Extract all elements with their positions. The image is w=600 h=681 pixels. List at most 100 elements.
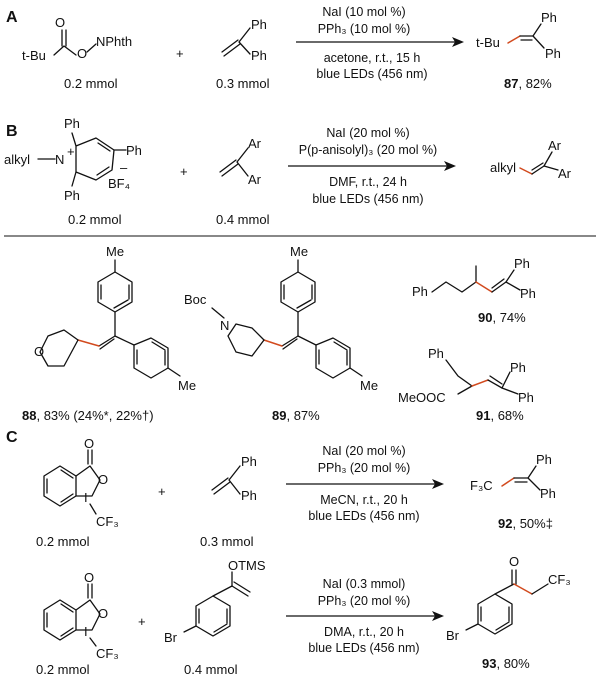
a-r2-ph2: Ph — [251, 48, 267, 63]
a-r1-bonds — [53, 45, 77, 56]
p90-ph1: Ph — [514, 256, 530, 271]
c-row2-reactant-silyl-enol-ether: Br OTMS 0.4 mmol — [164, 558, 266, 677]
a-plus: + — [176, 46, 184, 61]
b-r1-minus: – — [120, 160, 128, 175]
b-r1-ph-right: Ph — [126, 143, 142, 158]
b-r2-ar1: Ar — [248, 136, 262, 151]
c1-r2-ph1: Ph — [241, 454, 257, 469]
a-p-yield: , 82% — [518, 76, 552, 91]
p88-me2: Me — [178, 378, 196, 393]
c-row2-reactant-togni: O O I CF₃ 0.2 mmol — [36, 570, 119, 677]
c2-p-o: O — [509, 554, 519, 569]
c1-cond-below1: MeCN, r.t., 20 h — [320, 493, 408, 507]
svg-text:87, 82%: 87, 82% — [504, 76, 552, 91]
svg-text:93, 80%: 93, 80% — [482, 656, 530, 671]
svg-text:88, 83% (24%*, 22%†): 88, 83% (24%*, 22%†) — [22, 408, 154, 423]
a-reaction-arrow: NaI (10 mol %) PPh₃ (10 mol %) acetone, … — [296, 5, 464, 81]
section-a: A t-Bu O O NPhth 0.2 mmol + Ph Ph 0.3 mm… — [6, 5, 561, 91]
p90-ph2: Ph — [520, 286, 536, 301]
c2-r1-i: I — [84, 624, 88, 639]
p89-me1: Me — [290, 244, 308, 259]
p91-ph2: Ph — [518, 390, 534, 405]
a-r2-ph1: Ph — [251, 17, 267, 32]
c1-p-ph2: Ph — [540, 486, 556, 501]
c2-r2-br: Br — [164, 630, 178, 645]
c-row1-reactant-alkene: Ph Ph 0.3 mmol — [200, 454, 257, 549]
p88-yield: , 83% (24%*, 22%†) — [36, 408, 153, 423]
b-cond-below1: DMF, r.t., 24 h — [329, 175, 407, 189]
a-p-number: 87 — [504, 76, 518, 91]
c2-p-cf3: CF₃ — [548, 572, 571, 587]
c2-r2-amount: 0.4 mmol — [184, 662, 238, 677]
p88-number: 88 — [22, 408, 36, 423]
c-row2-product-93: Br O CF₃ 93, 80% — [446, 554, 571, 671]
b-reactant-alkene: Ar Ar 0.4 mmol — [216, 136, 270, 227]
p91-yield: , 68% — [490, 408, 524, 423]
c1-p-ph1: Ph — [536, 452, 552, 467]
b-p-alkyl: alkyl — [490, 160, 516, 175]
b-cond-above2: P(p-anisolyl)₃ (20 mol %) — [299, 143, 437, 157]
p90-number: 90 — [478, 310, 492, 325]
c2-cond-above1: NaI (0.3 mmol) — [323, 577, 406, 591]
section-b: B Ph alkyl N + Ph Ph BF₄ – 0.2 mmol + Ar… — [4, 116, 596, 423]
b-example-88: Me O Me 88, 83% (24%*, 22%†) — [22, 244, 196, 423]
p89-me2: Me — [360, 378, 378, 393]
p89-yield: , 87% — [286, 408, 320, 423]
a-cond-below1: acetone, r.t., 15 h — [324, 51, 421, 65]
b-r2-ar2: Ar — [248, 172, 262, 187]
c2-r1-o-carbonyl: O — [84, 570, 94, 585]
p89-n: N — [220, 318, 229, 333]
b-p-ar2: Ar — [558, 166, 572, 181]
c2-cond-above2: PPh₃ (20 mol %) — [318, 594, 411, 608]
b-reactant-pyridinium: Ph alkyl N + Ph Ph BF₄ – 0.2 mmol — [4, 116, 142, 227]
c2-cond-below1: DMA, r.t., 20 h — [324, 625, 404, 639]
b-plus: + — [180, 164, 188, 179]
c1-plus: + — [158, 484, 166, 499]
c2-r1-cf3: CF₃ — [96, 646, 119, 661]
section-a-letter: A — [6, 9, 18, 26]
p90-ph-left: Ph — [412, 284, 428, 299]
c1-p-cf3: F₃C — [470, 478, 493, 493]
b-r1-n: N — [55, 152, 64, 167]
p91-ph-top: Ph — [428, 346, 444, 361]
c1-cond-above1: NaI (20 mol %) — [322, 444, 405, 458]
a-r2-amount: 0.3 mmol — [216, 76, 270, 91]
svg-text:90, 74%: 90, 74% — [478, 310, 526, 325]
a-r1-o: O — [77, 46, 87, 61]
p91-ph1: Ph — [510, 360, 526, 375]
c-row2-reaction-arrow: NaI (0.3 mmol) PPh₃ (20 mol %) DMA, r.t.… — [286, 577, 444, 655]
b-cond-above1: NaI (20 mol %) — [326, 126, 409, 140]
b-r1-nplus-sign: + — [67, 144, 75, 159]
p91-number: 91 — [476, 408, 490, 423]
c1-r1-amount: 0.2 mmol — [36, 534, 90, 549]
c1-r1-i: I — [84, 490, 88, 505]
a-p-ph1: Ph — [541, 10, 557, 25]
c1-cond-above2: PPh₃ (20 mol %) — [318, 461, 411, 475]
a-r1-nphth: NPhth — [96, 34, 132, 49]
a-r1-amount: 0.2 mmol — [64, 76, 118, 91]
p89-number: 89 — [272, 408, 286, 423]
c-row1-reactant-togni: O O I CF₃ 0.2 mmol — [36, 436, 119, 549]
b-example-89: Me N Boc Me 89, 87% — [184, 244, 378, 423]
a-reactant-alkene: Ph Ph 0.3 mmol — [216, 17, 270, 91]
b-product-generic: alkyl Ar Ar — [490, 138, 572, 181]
p88-o: O — [34, 344, 44, 359]
c2-cond-below2: blue LEDs (456 nm) — [308, 641, 419, 655]
b-example-90: Ph Ph Ph 90, 74% — [412, 256, 536, 325]
c1-cond-below2: blue LEDs (456 nm) — [308, 509, 419, 523]
a-product-87: t-Bu Ph Ph 87, 82% — [476, 10, 561, 91]
c2-p-br: Br — [446, 628, 460, 643]
c1-r1-o-ring: O — [98, 472, 108, 487]
b-r1-alkyl: alkyl — [4, 152, 30, 167]
b-example-91: Ph MeOOC Ph Ph 91, 68% — [398, 346, 534, 423]
b-r1-bf4: BF₄ — [108, 176, 130, 191]
c1-r2-amount: 0.3 mmol — [200, 534, 254, 549]
c1-p-number: 92 — [498, 516, 512, 531]
a-reactant-perester: t-Bu O O NPhth 0.2 mmol — [22, 15, 132, 91]
b-cond-below2: blue LEDs (456 nm) — [312, 192, 423, 206]
section-c: C O O I CF₃ 0.2 mmol + Ph Ph 0.3 mmol Na… — [6, 429, 571, 677]
c1-r2-ph2: Ph — [241, 488, 257, 503]
svg-text:91, 68%: 91, 68% — [476, 408, 524, 423]
b-reaction-arrow: NaI (20 mol %) P(p-anisolyl)₃ (20 mol %)… — [288, 126, 456, 206]
p91-meooc: MeOOC — [398, 390, 446, 405]
